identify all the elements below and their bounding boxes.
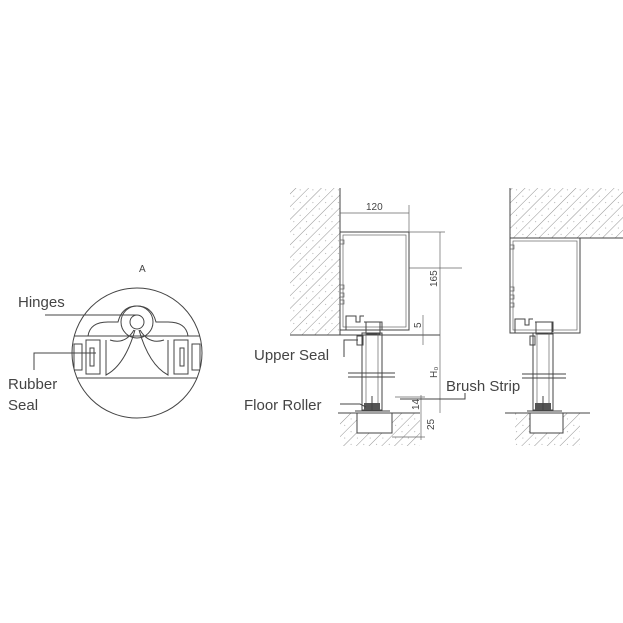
floor-roller-leader bbox=[340, 403, 367, 408]
rubber-seal-leader bbox=[33, 352, 96, 370]
hinge-circle bbox=[120, 305, 154, 339]
brush-strip-leader bbox=[400, 393, 466, 400]
upper-seal-leader bbox=[343, 339, 358, 357]
dim-brush: 14 bbox=[411, 398, 422, 410]
wall-hatch bbox=[290, 188, 340, 335]
detail-a: A Hinges Rubber Seal bbox=[8, 264, 203, 419]
rubber-label: Rubber bbox=[8, 376, 57, 393]
upper-seal-label: Upper Seal bbox=[254, 347, 329, 364]
dim-width: 120 bbox=[366, 202, 383, 213]
hinge-profile bbox=[72, 305, 202, 379]
brush-strip-label: Brush Strip bbox=[446, 378, 520, 395]
dim-floor: 25 bbox=[426, 418, 437, 430]
hinge-pin bbox=[129, 314, 145, 330]
rubber-seal-right bbox=[173, 339, 189, 375]
floor-roller-label: Floor Roller bbox=[244, 397, 322, 414]
header-track bbox=[339, 231, 410, 331]
seal-label: Seal bbox=[8, 397, 38, 414]
section-right bbox=[505, 188, 623, 446]
rubber-seal-left bbox=[85, 339, 101, 375]
dim-gap: 5 bbox=[413, 322, 424, 328]
dim-door-height: H₀ bbox=[429, 367, 440, 378]
ceiling-hatch bbox=[510, 188, 623, 238]
dim-height: 165 bbox=[429, 270, 440, 287]
detail-marker: A bbox=[139, 264, 146, 275]
hinges-label: Hinges bbox=[18, 294, 65, 311]
section-left: 120 165 5 H₀ 14 25 Upper Seal Floor Roll… bbox=[244, 188, 520, 446]
